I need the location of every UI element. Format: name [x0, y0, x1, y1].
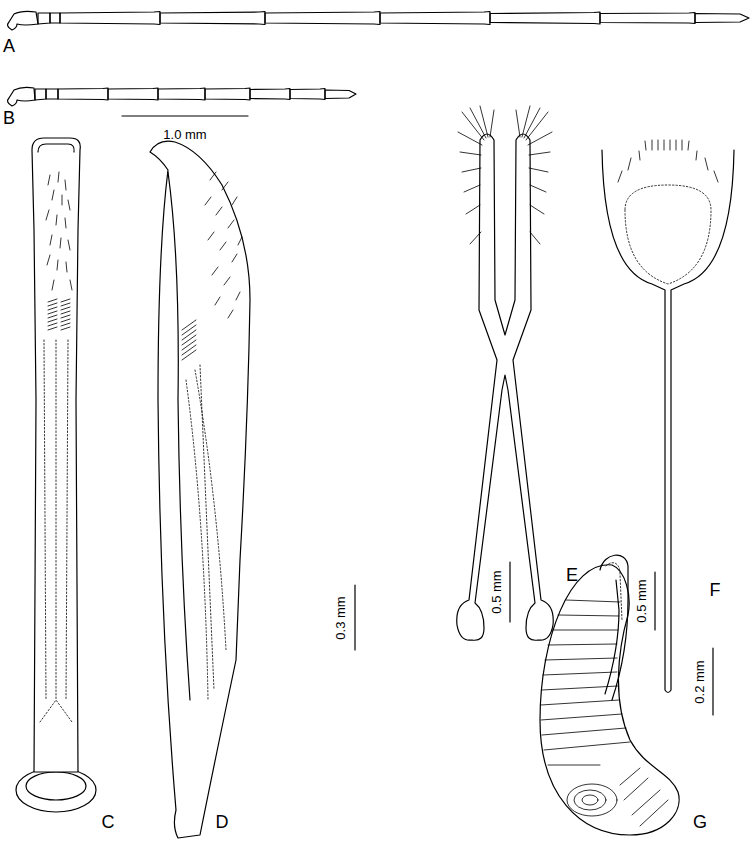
parameres: [516, 106, 552, 244]
scale-label: 1.0 mm: [163, 128, 206, 141]
parameres: [457, 106, 554, 640]
panel-letter: G: [693, 813, 707, 831]
antenna-male: [160, 12, 265, 25]
antenna-female: [108, 88, 158, 100]
aedeagus-lateral: [205, 172, 242, 318]
spermatheca: [574, 790, 606, 810]
scale-bar: [654, 572, 655, 630]
spermatheca: [605, 580, 619, 694]
scale-bar: [509, 562, 510, 622]
scale-bar: [655, 572, 656, 630]
antenna-male: [695, 14, 749, 23]
aedeagus-lateral: [150, 141, 250, 838]
aedeagus-lateral: [186, 365, 226, 700]
panel-letter: A: [3, 37, 15, 55]
antenna-male: [380, 12, 490, 25]
antenna-female: [250, 89, 290, 100]
antenna-male: [600, 13, 695, 24]
spiculum: [618, 140, 718, 182]
antenna-male: [60, 12, 160, 25]
aedeagus-dorsal: [32, 138, 80, 772]
scale-label: 0.5 mm: [635, 579, 648, 622]
scale-bar: [122, 115, 248, 116]
spiculum: [602, 150, 734, 693]
antenna-male: [490, 12, 600, 24]
spermatheca: [540, 555, 679, 835]
antenna-female: [58, 88, 108, 100]
antenna-male: [8, 11, 38, 30]
scale-bar: [510, 562, 511, 622]
antenna-male: [8, 11, 749, 30]
antenna-female: [8, 87, 356, 106]
spermatheca: [582, 795, 598, 805]
aedeagus-dorsal: [38, 144, 74, 152]
scale-label: 0.5 mm: [490, 570, 503, 613]
spiculum: [625, 185, 711, 284]
aedeagus-lateral: [182, 320, 196, 360]
panel-letter: E: [566, 566, 578, 584]
aedeagus-lateral: [150, 141, 250, 838]
antenna-female: [158, 88, 205, 100]
scale-bar: [354, 585, 355, 650]
antenna-female: [290, 89, 325, 100]
spermatheca: [620, 768, 668, 826]
scale-label: 0.3 mm: [334, 596, 347, 639]
aedeagus-dorsal: [48, 299, 70, 330]
antenna-female: [35, 89, 46, 100]
panel-letter: B: [3, 109, 15, 127]
spermatheca: [606, 563, 622, 620]
scale-bar: [713, 648, 714, 715]
antenna-female: [205, 88, 250, 100]
aedeagus-dorsal: [16, 138, 96, 812]
antenna-male: [50, 13, 60, 23]
panel-letter: F: [710, 581, 721, 599]
antenna-female: [325, 90, 356, 99]
antenna-male: [38, 13, 50, 24]
aedeagus-lateral: [168, 172, 190, 700]
spermatheca: [540, 565, 679, 835]
scale-bar: [712, 648, 713, 715]
scale-bar: [122, 116, 248, 117]
aedeagus-dorsal: [16, 768, 96, 812]
antenna-male: [265, 12, 380, 25]
spermatheca: [600, 555, 628, 700]
parameres: [458, 106, 494, 244]
aedeagus-dorsal: [26, 772, 86, 800]
antenna-female: [8, 87, 35, 106]
aedeagus-dorsal: [46, 172, 72, 290]
scale-label: 0.2 mm: [693, 660, 706, 703]
spermatheca: [567, 784, 617, 816]
aedeagus-dorsal: [40, 340, 72, 722]
antenna-female: [46, 89, 58, 99]
parameres: [457, 134, 554, 640]
panel-letter: D: [216, 813, 229, 831]
scale-bar: [355, 585, 356, 650]
panel-letter: C: [102, 813, 115, 831]
